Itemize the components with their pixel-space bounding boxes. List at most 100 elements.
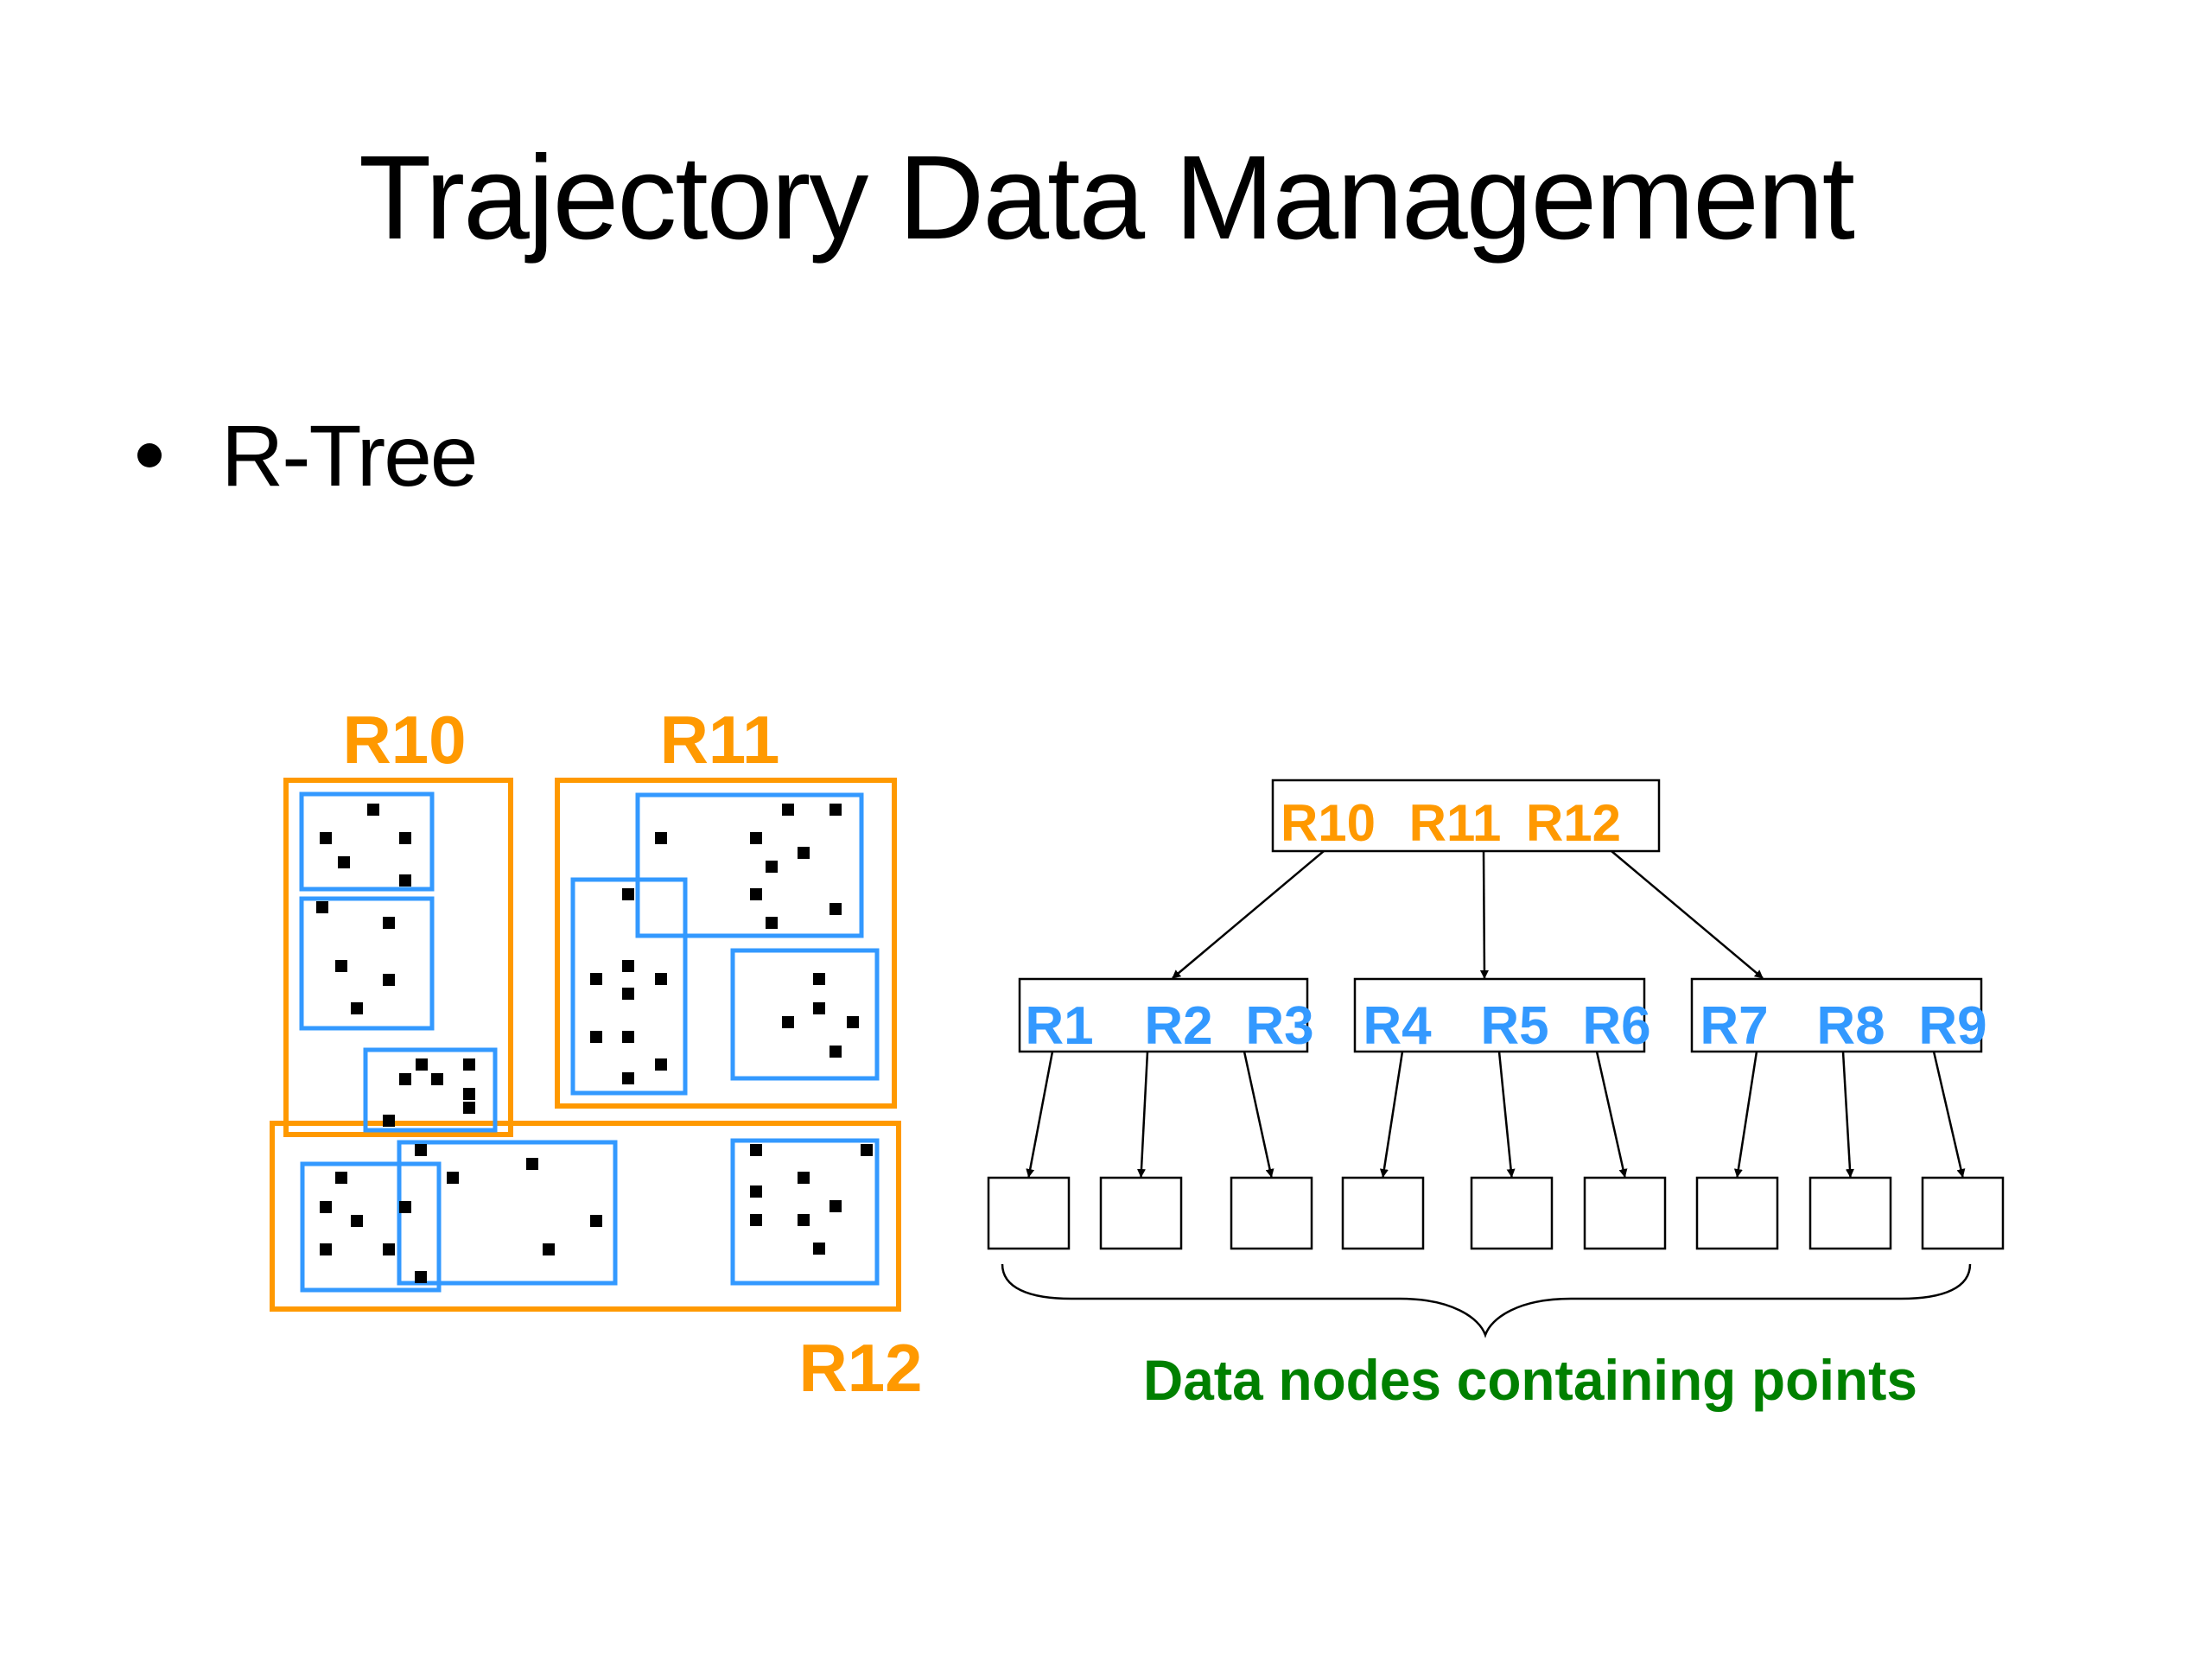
data-point (655, 1058, 667, 1071)
tree-leaf-node (1921, 1176, 2005, 1250)
tree-leaf-node (1341, 1176, 1425, 1250)
node-entry-r1: R1 (1025, 996, 1093, 1056)
data-point (316, 901, 328, 913)
tree-leaf-node (1808, 1176, 1892, 1250)
data-point (415, 1144, 427, 1156)
tree-edge (1379, 1051, 1404, 1178)
data-point (798, 1172, 810, 1184)
data-point (399, 1201, 411, 1213)
tree-edge (1595, 1051, 1628, 1178)
region-r10 (283, 778, 513, 1137)
data-point (463, 1102, 475, 1114)
data-point (590, 1215, 602, 1227)
root-entry-r11: R11 (1409, 794, 1502, 852)
tree-edge (1733, 1051, 1758, 1178)
tree-edge (1497, 1051, 1516, 1178)
region-r11 (555, 778, 897, 1109)
data-point (655, 973, 667, 985)
region-r3 (363, 1047, 498, 1133)
data-point (526, 1158, 538, 1170)
data-point (622, 988, 634, 1000)
data-point (750, 888, 762, 900)
data-point (351, 1002, 363, 1014)
data-point (622, 1072, 634, 1084)
node-entry-r4: R4 (1363, 996, 1432, 1056)
region-r2 (299, 896, 435, 1031)
tree-edge (1172, 850, 1325, 979)
tree-leaf-node (987, 1176, 1071, 1250)
tree-leaf-node (1583, 1176, 1667, 1250)
leaf-brace (1001, 1263, 1972, 1338)
data-point (861, 1144, 873, 1156)
data-point (655, 832, 667, 844)
node-entry-r9: R9 (1918, 996, 1986, 1056)
tree-edge (1611, 850, 1764, 979)
data-point (320, 1201, 332, 1213)
data-point (383, 974, 395, 986)
node-entry-r3: R3 (1245, 996, 1313, 1056)
data-point (399, 1073, 411, 1085)
region-r4 (635, 792, 864, 938)
data-point (750, 1214, 762, 1226)
data-point (750, 1185, 762, 1198)
data-point (399, 874, 411, 887)
data-point (415, 1271, 427, 1283)
tree-edge (1136, 1051, 1149, 1178)
data-point (383, 917, 395, 929)
tree-internal-node (1690, 977, 1983, 1053)
data-point (416, 1058, 428, 1071)
data-point (830, 804, 842, 816)
bullet-text: R-Tree (221, 408, 478, 505)
data-point (813, 1002, 825, 1014)
data-point (335, 1172, 347, 1184)
data-point (320, 1243, 332, 1255)
node-entry-r2: R2 (1144, 996, 1212, 1056)
data-point (782, 1016, 794, 1028)
tree-edge (1243, 1051, 1274, 1178)
region-r12 (270, 1121, 901, 1312)
data-point (766, 861, 778, 873)
tree-edge (1026, 1051, 1054, 1178)
region-r7 (300, 1161, 442, 1293)
data-point (338, 856, 350, 868)
tree-leaf-node (1099, 1176, 1183, 1250)
data-point (463, 1088, 475, 1100)
data-point (590, 1031, 602, 1043)
tree-root-node (1271, 779, 1661, 853)
bullet-icon (137, 443, 162, 467)
data-point (622, 1031, 634, 1043)
data-point (750, 832, 762, 844)
data-point (367, 804, 379, 816)
data-point (590, 973, 602, 985)
node-entry-r7: R7 (1700, 996, 1768, 1056)
data-point (750, 1144, 762, 1156)
region-label-r12: R12 (798, 1330, 922, 1406)
data-point (383, 1243, 395, 1255)
region-label-r11: R11 (660, 702, 780, 778)
region-r1 (299, 791, 435, 892)
node-entry-r5: R5 (1480, 996, 1548, 1056)
region-r6 (730, 948, 880, 1081)
data-point (335, 960, 347, 972)
data-point (782, 804, 794, 816)
node-entry-r6: R6 (1582, 996, 1650, 1056)
root-entry-r10: R10 (1281, 794, 1376, 852)
tree-leaf-node (1695, 1176, 1779, 1250)
data-point (830, 1200, 842, 1212)
root-entry-r12: R12 (1526, 794, 1621, 852)
data-point (622, 888, 634, 900)
node-entry-r8: R8 (1816, 996, 1885, 1056)
data-point (543, 1243, 555, 1255)
region-label-r10: R10 (342, 702, 466, 778)
data-point (447, 1172, 459, 1184)
tree-internal-node (1353, 977, 1646, 1053)
data-point (399, 832, 411, 844)
tree-edge (1841, 1051, 1854, 1178)
data-point (798, 1214, 810, 1226)
data-point (798, 847, 810, 859)
data-point (622, 960, 634, 972)
region-r5 (570, 877, 688, 1096)
